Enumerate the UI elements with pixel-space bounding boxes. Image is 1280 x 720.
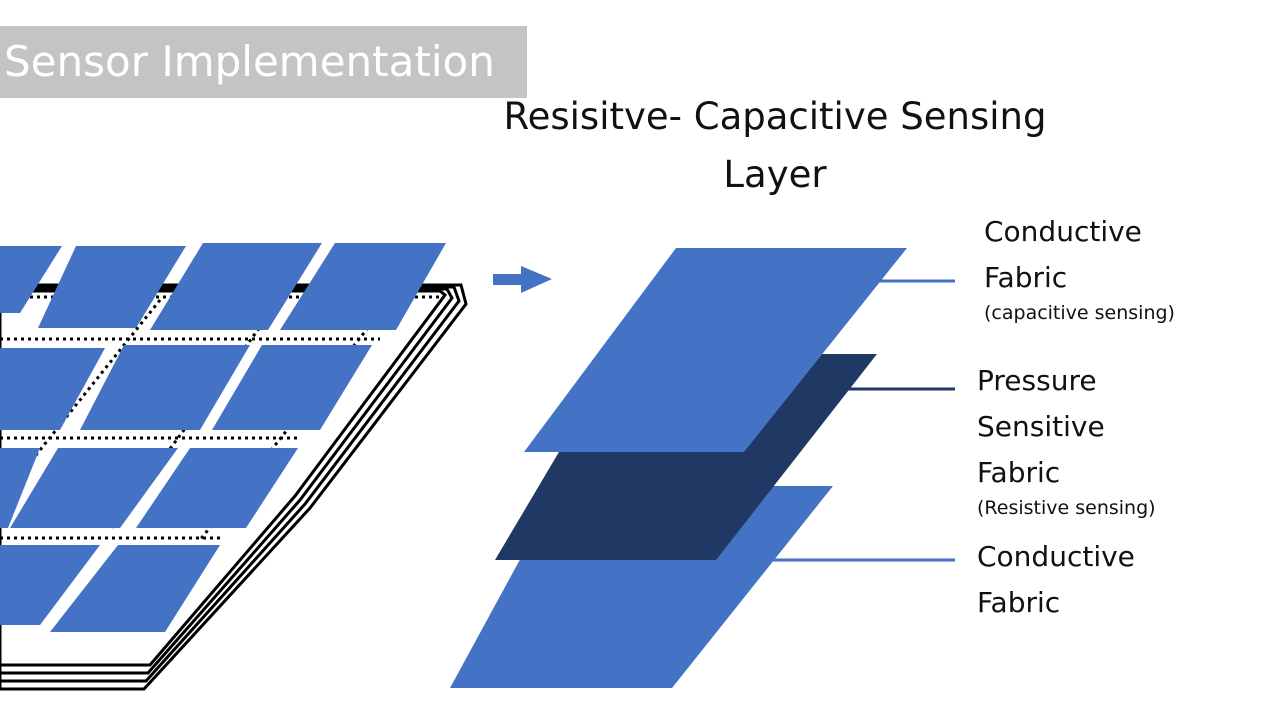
middle-layer-label: Pressure Sensitive Fabric (Resistive sen…: [977, 358, 1156, 520]
sensor-patch: [150, 243, 322, 330]
sensor-patch: [212, 345, 372, 430]
heading-line-2: Layer: [723, 153, 827, 196]
sensor-patch: [38, 246, 186, 328]
middle-layer-note: (Resistive sensing): [977, 497, 1156, 519]
layer-stack: [450, 248, 955, 688]
middle-layer-label-line-3: Fabric: [977, 456, 1061, 489]
sensor-patch: [280, 243, 446, 330]
sensor-patch: [10, 448, 178, 528]
top-layer-label: Conductive Fabric (capacitive sensing): [984, 209, 1175, 325]
sensor-patch: [136, 448, 298, 528]
sensor-patch: [0, 448, 40, 528]
sensor-patches: [0, 243, 446, 632]
bottom-layer-label: Conductive Fabric: [977, 534, 1135, 626]
sensor-patch: [0, 348, 105, 430]
top-layer-label-line-1: Conductive: [984, 215, 1142, 248]
top-layer-note: (capacitive sensing): [984, 302, 1175, 324]
top-conductive-layer: [524, 248, 907, 452]
middle-layer-label-line-2: Sensitive: [977, 410, 1105, 443]
section-tag-text: Sensor Implementation: [4, 37, 495, 86]
right-arrow-icon: [493, 266, 552, 293]
heading-line-1: Resisitve- Capacitive Sensing: [503, 95, 1047, 138]
middle-layer-label-line-1: Pressure: [977, 364, 1097, 397]
sensor-grid: [0, 243, 468, 691]
sensor-patch: [80, 345, 250, 430]
sensor-patch: [0, 545, 100, 625]
bottom-layer-label-line-2: Fabric: [977, 586, 1061, 619]
sensor-patch: [0, 246, 62, 313]
section-tag: Sensor Implementation: [0, 26, 527, 98]
bottom-layer-label-line-1: Conductive: [977, 540, 1135, 573]
diagram-heading: Resisitve- Capacitive Sensing Layer: [480, 88, 1070, 204]
sensor-patch: [50, 545, 220, 632]
top-layer-label-line-2: Fabric: [984, 261, 1068, 294]
